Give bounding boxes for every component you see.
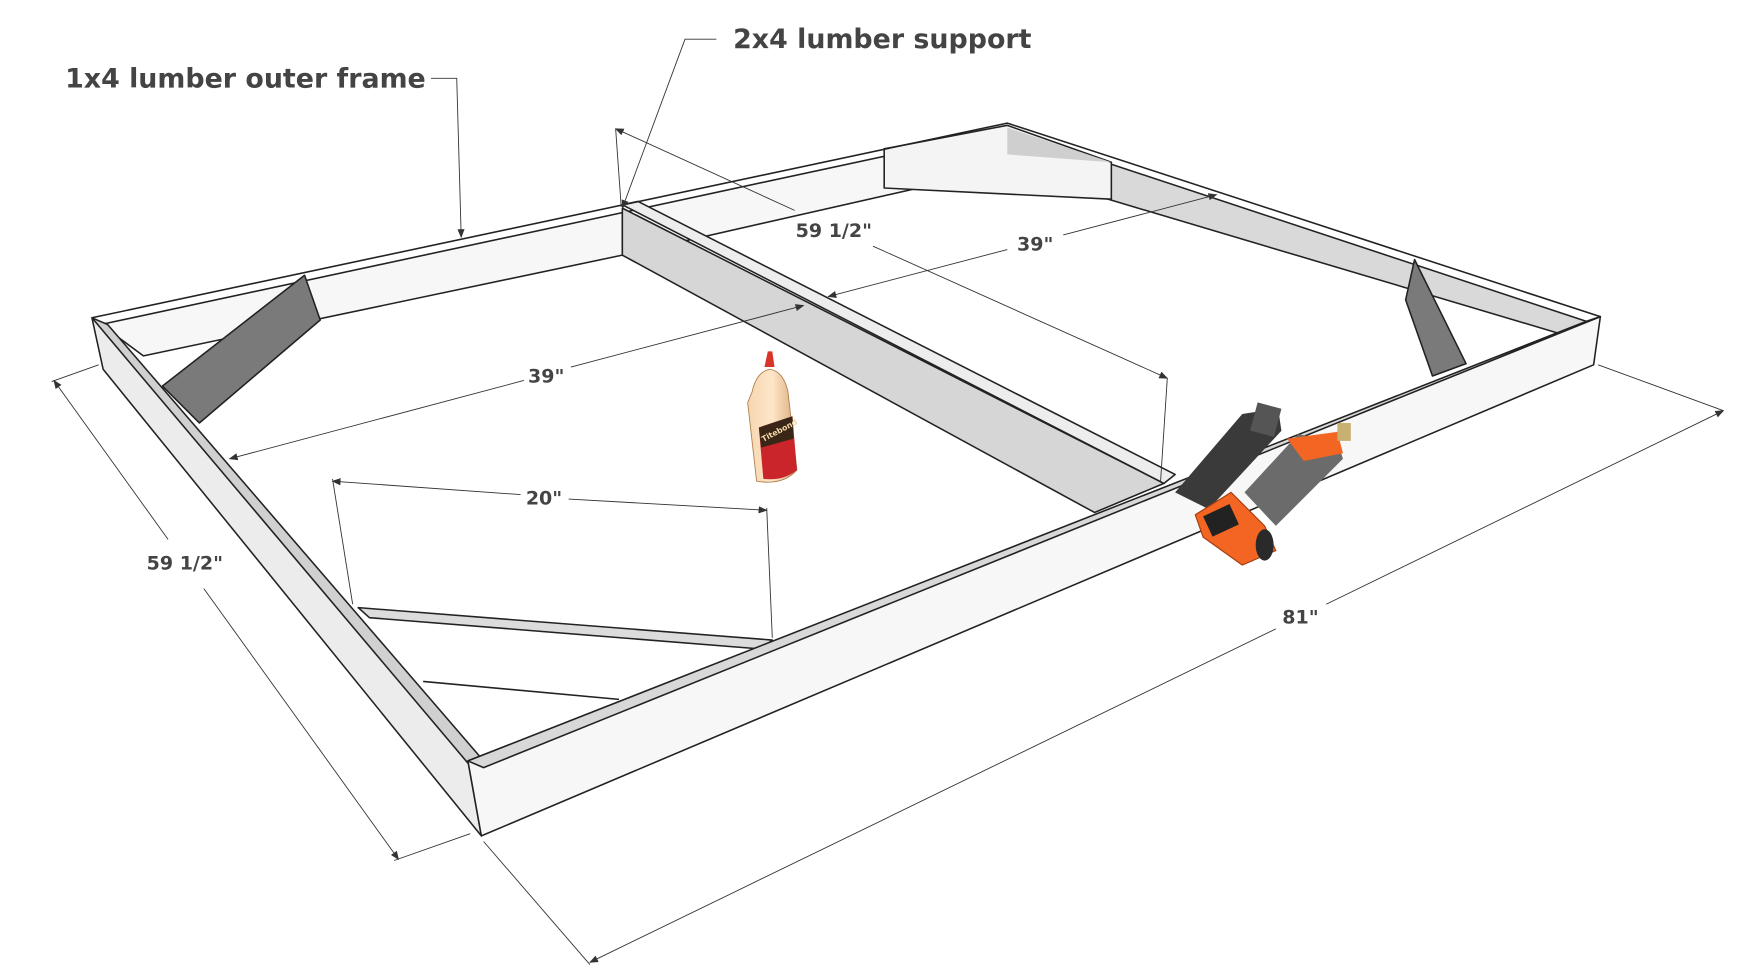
dimension-frame-depth: 59 1/2" bbox=[51, 364, 471, 861]
annotation-support: 2x4 lumber support bbox=[621, 24, 1032, 209]
left-brace bbox=[161, 274, 322, 424]
lower-brace-1 bbox=[357, 606, 774, 650]
dimension-frame-length: 81" bbox=[483, 364, 1725, 965]
center-support-side bbox=[621, 207, 1165, 514]
back-left-board-inner-face bbox=[100, 211, 624, 357]
dimension-right-half: 39" bbox=[827, 193, 1218, 298]
nail-gun bbox=[1175, 402, 1351, 566]
dim-label: 20" bbox=[526, 488, 562, 510]
front-board-top bbox=[467, 315, 1602, 769]
annotation-label: 1x4 lumber outer frame bbox=[65, 63, 426, 94]
dimension-left-half: 39" bbox=[228, 304, 805, 461]
dim-label: 81" bbox=[1282, 606, 1318, 628]
center-support-top bbox=[621, 200, 1176, 485]
dimension-support-length: 59 1/2" bbox=[614, 128, 1169, 482]
annotation-label: 2x4 lumber support bbox=[733, 24, 1032, 55]
dim-label: 39" bbox=[528, 366, 564, 388]
outer-frame-top-edge bbox=[91, 122, 1601, 319]
dim-label: 39" bbox=[1017, 234, 1053, 256]
annotation-outer-frame: 1x4 lumber outer frame bbox=[65, 63, 465, 239]
dim-label: 59 1/2" bbox=[147, 553, 223, 575]
dimension-brace-spacing: 20" bbox=[331, 478, 773, 638]
left-board-top bbox=[91, 317, 485, 764]
top-brace bbox=[883, 124, 1113, 200]
right-brace bbox=[1404, 258, 1467, 377]
front-board bbox=[467, 315, 1602, 837]
glue-bottle: Titebond bbox=[747, 351, 799, 483]
lower-brace-2 bbox=[423, 680, 620, 701]
left-board bbox=[91, 317, 483, 837]
dim-label: 59 1/2" bbox=[796, 220, 872, 242]
top-brace-shade bbox=[1007, 127, 1112, 163]
